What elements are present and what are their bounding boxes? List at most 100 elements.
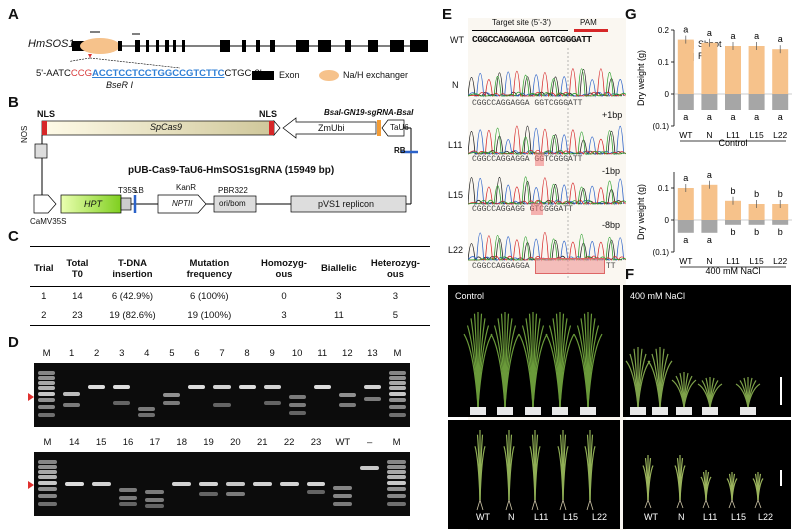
chromatogram-trace [468,68,626,98]
gel-band [145,490,165,494]
condition-label-nacl: 400 mM NaCl [630,291,686,301]
root-bar [677,220,694,233]
plant-pot [525,407,541,415]
plant-leaf [637,360,651,408]
plant-pot [580,407,596,415]
table-header: Biallelic [320,263,357,275]
significance-letter: a [683,112,688,122]
shoot-bar [677,39,694,94]
plant-leaf [534,446,541,501]
root-bar [701,220,718,233]
gel-band [226,492,245,496]
hpt-label: HPT [84,199,102,209]
x-tick-label: N [706,256,712,266]
target-sequence: 5'-AATCCCGACCTCCTCCTGGCCGTCTTCCTGC-3' [36,68,262,79]
gel-band [138,413,156,417]
cas9-label: SpCas9 [150,122,183,132]
gel-band [91,482,111,486]
table-row: 1 14 6 (42.9%) 6 (100%) 0 3 3 [30,286,430,306]
gel-lane-label: 20 [230,437,241,448]
indel-note: -1bp [602,166,621,176]
plant-leaf [587,333,603,408]
x-tick-label: WT [679,130,692,140]
band-marker-arrow [28,393,34,401]
gel-band [38,481,57,485]
plant-leaf [504,333,520,408]
gel-band [118,496,138,500]
gel-band [388,381,406,385]
gel-band [38,487,57,491]
significance-letter: a [730,112,735,122]
gel-lane [91,452,112,516]
plant-root [702,499,710,509]
gel-band [338,393,356,397]
gel-band [288,395,306,399]
gel-band [38,465,57,469]
gel-band [199,492,218,496]
gel-lane-label: 6 [194,348,200,359]
gel-band [388,405,406,409]
y-tick-label: 0.1 [658,184,670,193]
x-tick-label: N [706,130,712,140]
gel-band [199,482,218,486]
gel-band [63,403,81,407]
vector-map [33,117,418,214]
table-cell: 3 [281,309,287,321]
gel-band [213,385,231,389]
root-bar [772,94,789,110]
gel-band [118,502,138,506]
gel-band [38,502,57,506]
gel-band [313,385,331,389]
table-header: Homozyg-ous [261,257,307,280]
gel-band [387,481,406,485]
gel-band [388,376,406,380]
gel-band [387,502,406,506]
significance-letter: a [754,112,759,122]
gel-lane-label: M [43,437,52,448]
line-label: L22 [758,512,774,522]
kan-label: KanR [176,183,197,192]
gel-band [387,487,406,491]
gel-lane-label: 5 [169,348,175,359]
x-tick-label: L15 [750,256,764,266]
mutant-label: L11 [448,140,463,150]
gel-lane [252,452,273,516]
significance-letter: a [707,235,712,245]
zmubi-label: ZmUbi [318,123,345,133]
sequence-read: CGGCCAGGAGGA GGTCGGGATT [472,99,583,108]
panel-label-b: B [8,94,19,111]
gel-lane [363,363,382,427]
gel-lane [288,363,307,427]
gel-band [188,385,206,389]
gel-lane-label: WT [335,437,351,448]
deletion-highlight [535,258,605,274]
panel-label-f: F [625,266,635,283]
plant-leaf [479,446,486,501]
chromatogram-trace [468,176,626,206]
legend-exchanger-label: Na/H exchanger [343,70,409,80]
significance-letter: b [754,189,759,199]
gel-band [38,392,56,396]
gel-lane-label: 17 [149,437,161,448]
table-cell: 3 [336,290,342,302]
plant-leaf [559,333,575,408]
gel-band [145,498,165,502]
gel-lane-label: 16 [122,437,134,448]
table-header: Total T0 [66,257,89,280]
gel-lane [144,452,165,516]
gel-lane [238,363,257,427]
gel-lane-label: 13 [367,348,378,359]
gel-image-top [34,363,410,427]
gel-band [388,413,406,417]
gel-band [118,488,138,492]
gel-lane-label: 22 [283,437,295,448]
shoot-bar [748,204,765,220]
gel-lane [332,452,353,516]
nls-right-label: NLS [259,109,277,119]
significance-letter: a [707,112,712,122]
plant-leaf [647,465,654,501]
significance-letter: a [730,31,735,41]
shoot-bar [725,200,741,220]
x-tick-label: L11 [726,130,740,140]
table-header: Trial [34,263,54,275]
